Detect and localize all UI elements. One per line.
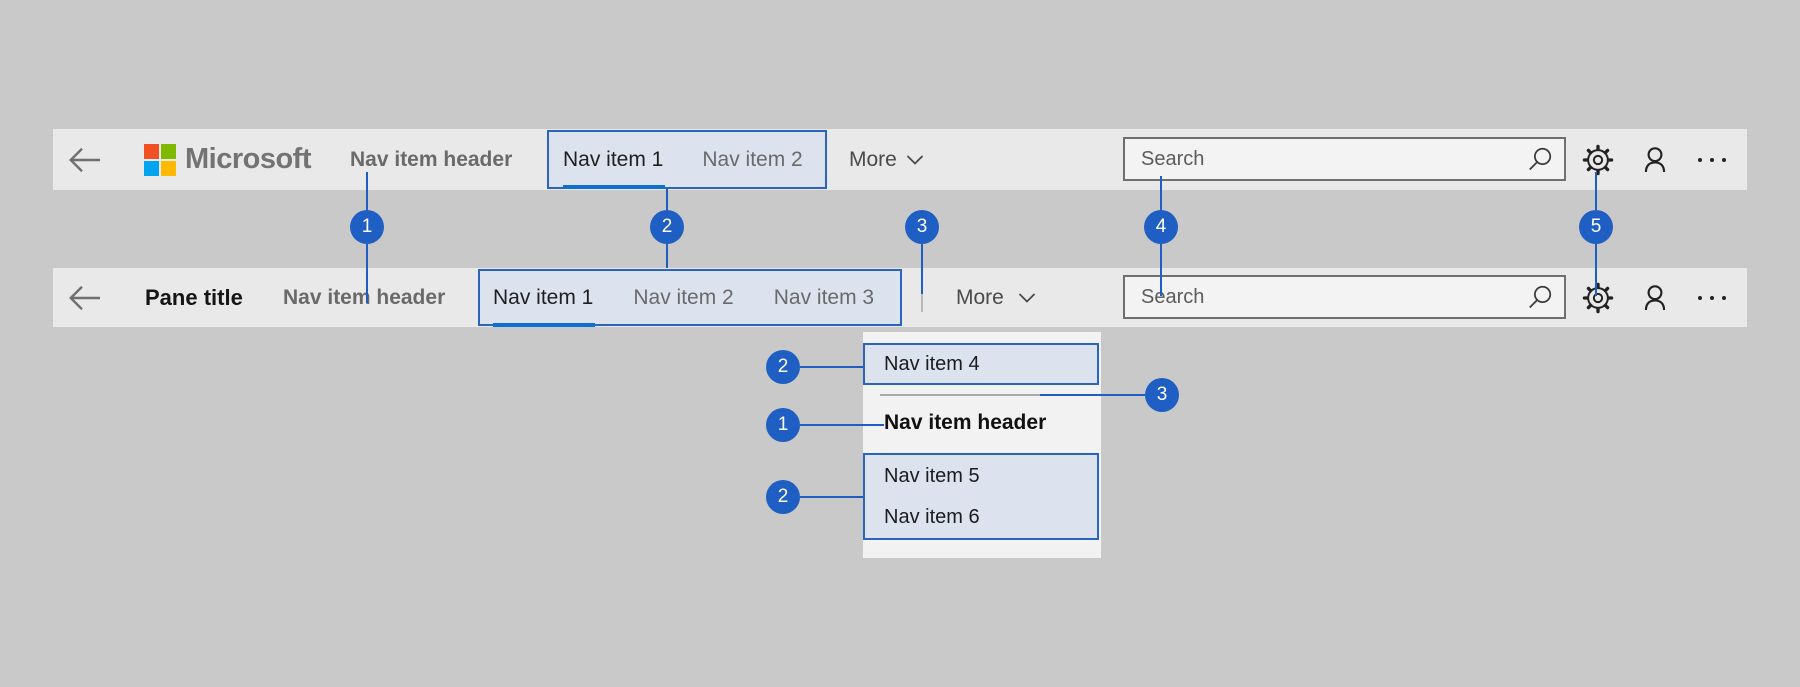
- callout-line-5-top: [1595, 172, 1597, 210]
- back-arrow-icon: [67, 283, 103, 313]
- pane-nav-items-group: Nav item 1 Nav item 2 Nav item 3: [478, 269, 902, 327]
- top-more-label: More: [849, 147, 897, 171]
- pane-app-bar: Pane title Nav item header Nav item 1 Na…: [53, 268, 1747, 327]
- chevron-down-icon: [1018, 292, 1036, 304]
- selected-tab-underline: [493, 322, 596, 327]
- top-tab-nav-item-1-label: Nav item 1: [563, 147, 664, 171]
- account-button[interactable]: [1635, 140, 1675, 180]
- callout-badge-flyout-2a: 2: [766, 350, 800, 384]
- flyout-nav-item-5[interactable]: Nav item 5: [865, 456, 1097, 497]
- microsoft-wordmark: Microsoft: [185, 143, 312, 175]
- callout-badge-flyout-3: 3: [1145, 378, 1179, 412]
- ellipsis-icon: [1695, 293, 1729, 303]
- callout-line-flyout-2b: [800, 496, 863, 498]
- more-options-button[interactable]: [1692, 140, 1732, 180]
- pane-title: Pane title: [145, 284, 243, 310]
- callout-line-3-bottom: [921, 244, 923, 294]
- settings-button[interactable]: [1578, 140, 1618, 180]
- pane-tab-nav-item-3[interactable]: Nav item 3: [774, 286, 874, 310]
- selected-tab-underline: [563, 184, 666, 189]
- top-tab-nav-item-2[interactable]: Nav item 2: [702, 148, 802, 172]
- callout-line-2-top: [666, 189, 668, 210]
- search-icon: [1526, 283, 1554, 311]
- callout-line-1-bottom: [366, 244, 368, 303]
- callout-badge-2: 2: [650, 210, 684, 244]
- callout-line-4-bottom: [1160, 244, 1162, 296]
- pane-search-input[interactable]: [1125, 277, 1564, 317]
- pane-tab-nav-item-1-label: Nav item 1: [493, 285, 594, 309]
- top-tab-nav-item-1[interactable]: Nav item 1: [563, 147, 666, 189]
- callout-line-5-bottom: [1595, 244, 1597, 296]
- person-icon: [1639, 144, 1671, 176]
- callout-badge-5: 5: [1579, 210, 1613, 244]
- callout-badge-flyout-1: 1: [766, 408, 800, 442]
- search-icon: [1526, 145, 1554, 173]
- chevron-down-icon: [906, 154, 924, 166]
- back-button[interactable]: [65, 140, 105, 180]
- flyout-nav-item-6[interactable]: Nav item 6: [865, 497, 1097, 538]
- callout-line-flyout-1: [800, 424, 884, 426]
- pane-tab-nav-item-2-label: Nav item 2: [633, 285, 734, 309]
- top-tab-nav-item-2-label: Nav item 2: [702, 147, 803, 171]
- microsoft-logo[interactable]: Microsoft: [144, 143, 312, 176]
- pane-tab-nav-item-2[interactable]: Nav item 2: [633, 286, 733, 310]
- top-more-menu[interactable]: More: [849, 129, 924, 190]
- ellipsis-icon: [1695, 155, 1729, 165]
- callout-badge-flyout-2b: 2: [766, 480, 800, 514]
- pane-more-menu[interactable]: More: [956, 268, 1036, 327]
- gear-icon: [1582, 282, 1614, 314]
- flyout-nav-item-4[interactable]: Nav item 4: [865, 345, 1097, 383]
- top-search-box: [1123, 137, 1566, 181]
- callout-line-4-top: [1160, 176, 1162, 210]
- top-nav-items-group: Nav item 1 Nav item 2: [547, 130, 827, 189]
- pane-tab-nav-item-1[interactable]: Nav item 1: [493, 285, 596, 327]
- top-app-bar: Microsoft Nav item header Nav item 1 Nav…: [53, 129, 1747, 190]
- pane-settings-button[interactable]: [1578, 278, 1618, 318]
- callout-line-2-bottom: [666, 244, 668, 268]
- flyout-item4-highlight: Nav item 4: [863, 343, 1099, 385]
- callout-line-1-top: [366, 172, 368, 210]
- flyout-separator: [880, 394, 1040, 396]
- pane-more-label: More: [956, 285, 1004, 309]
- pane-more-options-button[interactable]: [1692, 278, 1732, 318]
- pane-tab-nav-item-3-label: Nav item 3: [773, 285, 875, 309]
- callout-badge-4: 4: [1144, 210, 1178, 244]
- callout-badge-3: 3: [905, 210, 939, 244]
- pane-account-button[interactable]: [1635, 278, 1675, 318]
- microsoft-logo-icon: [144, 143, 176, 176]
- gear-icon: [1582, 144, 1614, 176]
- callout-line-flyout-3: [1040, 394, 1145, 396]
- pane-back-button[interactable]: [65, 278, 105, 318]
- top-search-input[interactable]: [1125, 139, 1564, 179]
- callout-line-flyout-2a: [800, 366, 863, 368]
- callout-badge-1: 1: [350, 210, 384, 244]
- person-icon: [1639, 282, 1671, 314]
- back-arrow-icon: [67, 145, 103, 175]
- flyout-items-56-highlight: Nav item 5 Nav item 6: [863, 453, 1099, 540]
- more-flyout-menu: Nav item 4 Nav item header Nav item 5 Na…: [863, 332, 1101, 558]
- pane-search-box: [1123, 275, 1566, 319]
- pane-nav-item-header[interactable]: Nav item header: [283, 268, 445, 327]
- flyout-nav-item-header: Nav item header: [884, 411, 1047, 434]
- top-nav-item-header[interactable]: Nav item header: [350, 129, 512, 190]
- nav-overflow-divider: [921, 287, 923, 312]
